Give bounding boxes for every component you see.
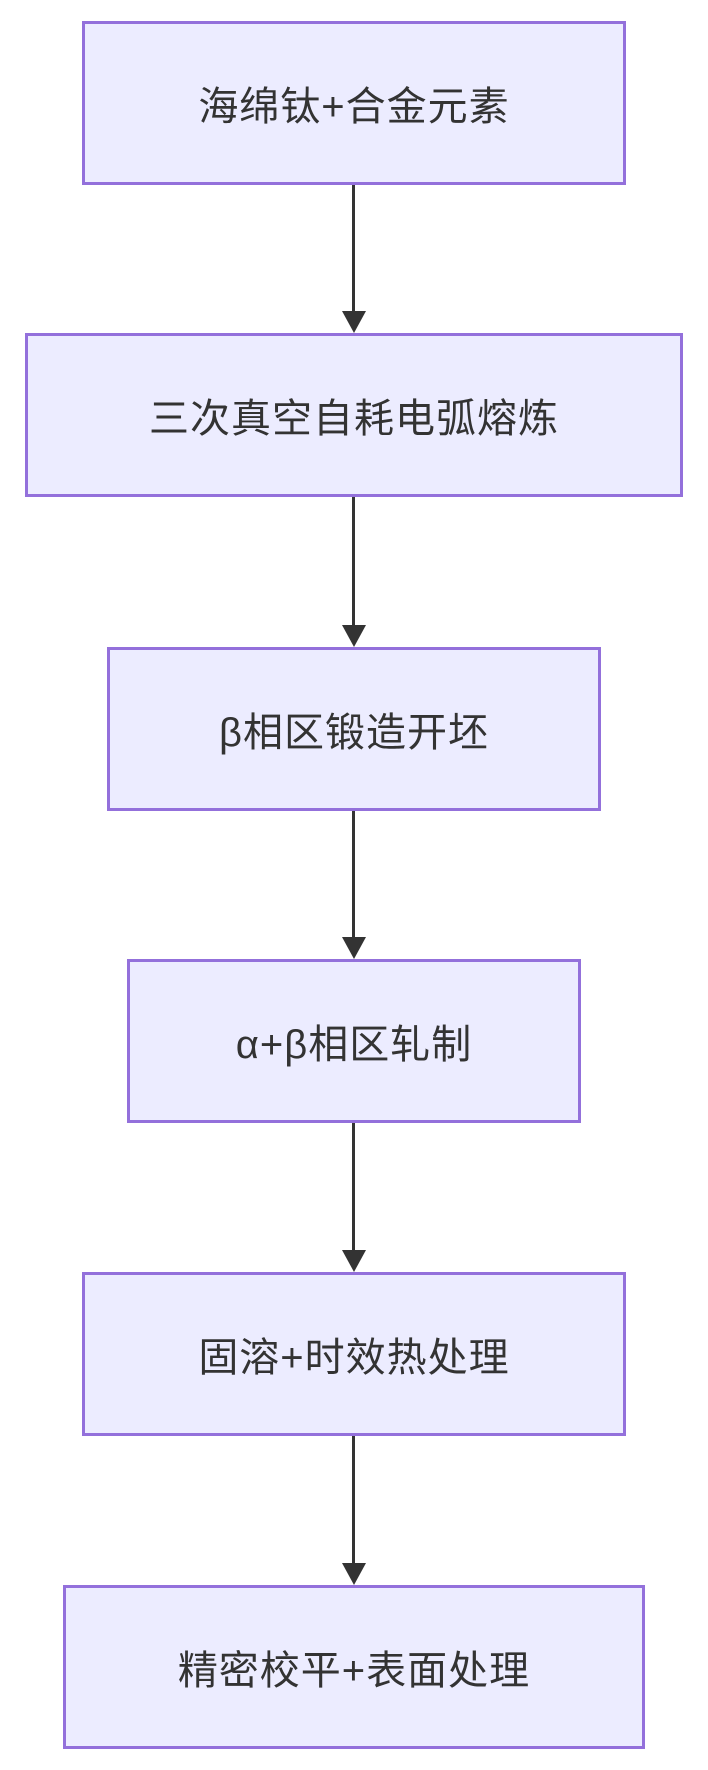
arrow-head-icon [342, 311, 366, 333]
arrow-head-icon [342, 1563, 366, 1585]
flow-node-label: 三次真空自耗电弧熔炼 [149, 397, 559, 441]
flow-node-label: β相区锻造开坯 [218, 711, 489, 755]
flow-node-label: 固溶+时效热处理 [198, 1336, 510, 1380]
arrow-down [342, 1436, 366, 1585]
arrow-line [352, 185, 355, 315]
flow-node-beta-forging: β相区锻造开坯 [107, 647, 601, 811]
flow-node-heat-treatment: 固溶+时效热处理 [82, 1272, 626, 1436]
flow-node-arc-melting: 三次真空自耗电弧熔炼 [25, 333, 683, 497]
flow-node-raw-materials: 海绵钛+合金元素 [82, 21, 626, 185]
arrow-down [342, 497, 366, 647]
arrow-head-icon [342, 1250, 366, 1272]
flow-node-finishing: 精密校平+表面处理 [63, 1585, 645, 1749]
flow-node-label: 精密校平+表面处理 [177, 1649, 531, 1693]
arrow-line [352, 811, 355, 941]
flow-node-alpha-beta-rolling: α+β相区轧制 [127, 959, 581, 1123]
arrow-line [352, 1436, 355, 1567]
arrow-line [352, 1123, 355, 1254]
arrow-down [342, 811, 366, 959]
flow-node-label: 海绵钛+合金元素 [198, 85, 510, 129]
arrow-head-icon [342, 937, 366, 959]
arrow-line [352, 497, 355, 629]
arrow-down [342, 1123, 366, 1272]
arrow-down [342, 185, 366, 333]
arrow-head-icon [342, 625, 366, 647]
flow-node-label: α+β相区轧制 [235, 1023, 473, 1067]
